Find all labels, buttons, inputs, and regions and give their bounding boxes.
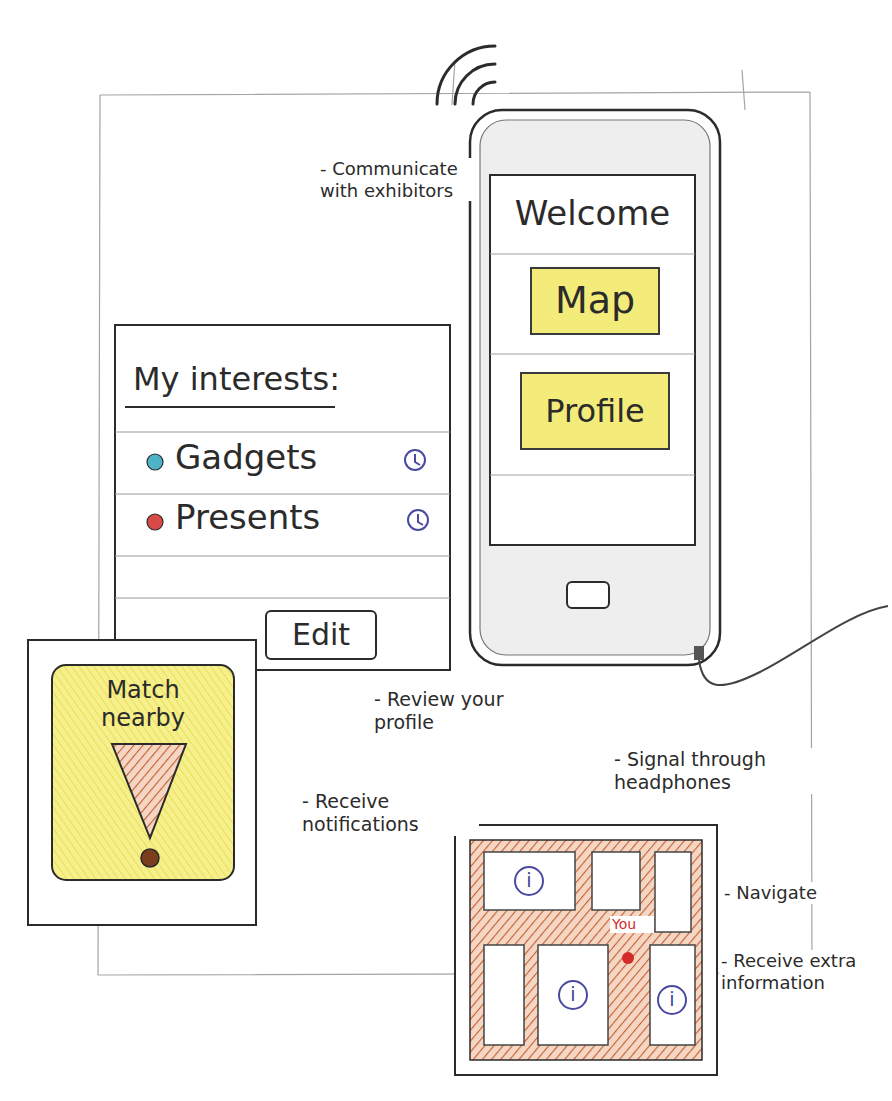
info-icon: i (657, 985, 687, 1015)
sketch-g (490, 254, 695, 475)
phone-screen: WelcomeMapProfile (495, 182, 690, 542)
annotation-note: You (610, 916, 654, 933)
sketch-text: Profile (545, 393, 645, 430)
sketch-rect (470, 110, 720, 665)
sketch-path (699, 606, 888, 685)
sketch-text: Welcome (495, 194, 690, 233)
sketch-rect (484, 852, 575, 910)
sketch-path (473, 82, 495, 104)
sketch-rect (455, 825, 717, 1075)
sketch-text: i (669, 989, 674, 1011)
sketch-circle (408, 510, 428, 530)
sketch-line (115, 555, 450, 556)
sketch-rect (694, 646, 704, 660)
annotation-note: - Review your profile (372, 688, 541, 734)
sketch-g (115, 432, 450, 598)
sketch-path (437, 46, 495, 104)
info-icon: i (514, 866, 544, 896)
annotation-note: - Navigate (722, 882, 876, 904)
sketch-line (115, 597, 450, 598)
signal-waves (437, 46, 495, 104)
sketch-g (405, 450, 428, 530)
notification-card (28, 640, 256, 925)
sketch-line (115, 431, 450, 432)
sketch-path (452, 60, 745, 110)
sketch-rect (567, 582, 609, 608)
sketch-path (455, 64, 495, 104)
sketch-rect (592, 852, 640, 910)
sketch-line (490, 253, 695, 254)
sketch-rect (480, 120, 710, 655)
sketch-line (490, 353, 695, 354)
sketch-text: My interests: (133, 361, 340, 398)
sketch-rect (490, 175, 695, 545)
sketch-g (484, 852, 695, 1045)
annotation-note: - Receive extra information (719, 950, 888, 993)
sketch-rect (538, 945, 608, 1045)
annotation-note: - Receive notifications (300, 790, 479, 836)
sketch-text: Edit (292, 618, 350, 653)
sketch-line (125, 406, 335, 408)
sketch-rect (470, 840, 702, 1060)
sketch-text: Presents (175, 498, 320, 537)
sketch-rect (28, 640, 256, 925)
notification-text: Match nearby (62, 672, 224, 738)
info-icon: i (558, 980, 588, 1010)
sketch-path (415, 454, 420, 465)
sketch-text: Match nearby (78, 677, 208, 732)
annotation-note: - Communicate with exhibitors (318, 158, 472, 201)
menu-button: Profile (520, 372, 670, 450)
sketch-circle (405, 450, 425, 470)
sketch-path (112, 744, 186, 838)
interests-card-frame (115, 325, 450, 670)
sketch-rect (650, 945, 695, 1045)
annotation-note: - Signal through headphones (612, 748, 816, 794)
sketch-circle (147, 514, 163, 530)
edit-button: Edit (265, 610, 377, 660)
sketch-text: i (526, 870, 531, 892)
sketch-text: Gadgets (175, 438, 317, 477)
sketch-rect (115, 325, 450, 670)
sketch-line (490, 474, 695, 475)
sketch-circle (141, 849, 159, 867)
sketch-circle (622, 952, 634, 964)
sketch-rect (655, 852, 691, 932)
menu-button: Map (530, 267, 660, 335)
sketch-rect (52, 665, 234, 880)
phone-device (470, 110, 888, 685)
sketch-rect (484, 945, 524, 1045)
interests-card: My interests: GadgetsPresentsEdit (115, 325, 450, 670)
sketch-text: i (570, 984, 575, 1006)
sketch-circle (147, 454, 163, 470)
map-card (455, 825, 717, 1075)
sketch-line (115, 493, 450, 494)
sketch-path (418, 514, 423, 525)
sketch-text: Map (555, 279, 635, 323)
